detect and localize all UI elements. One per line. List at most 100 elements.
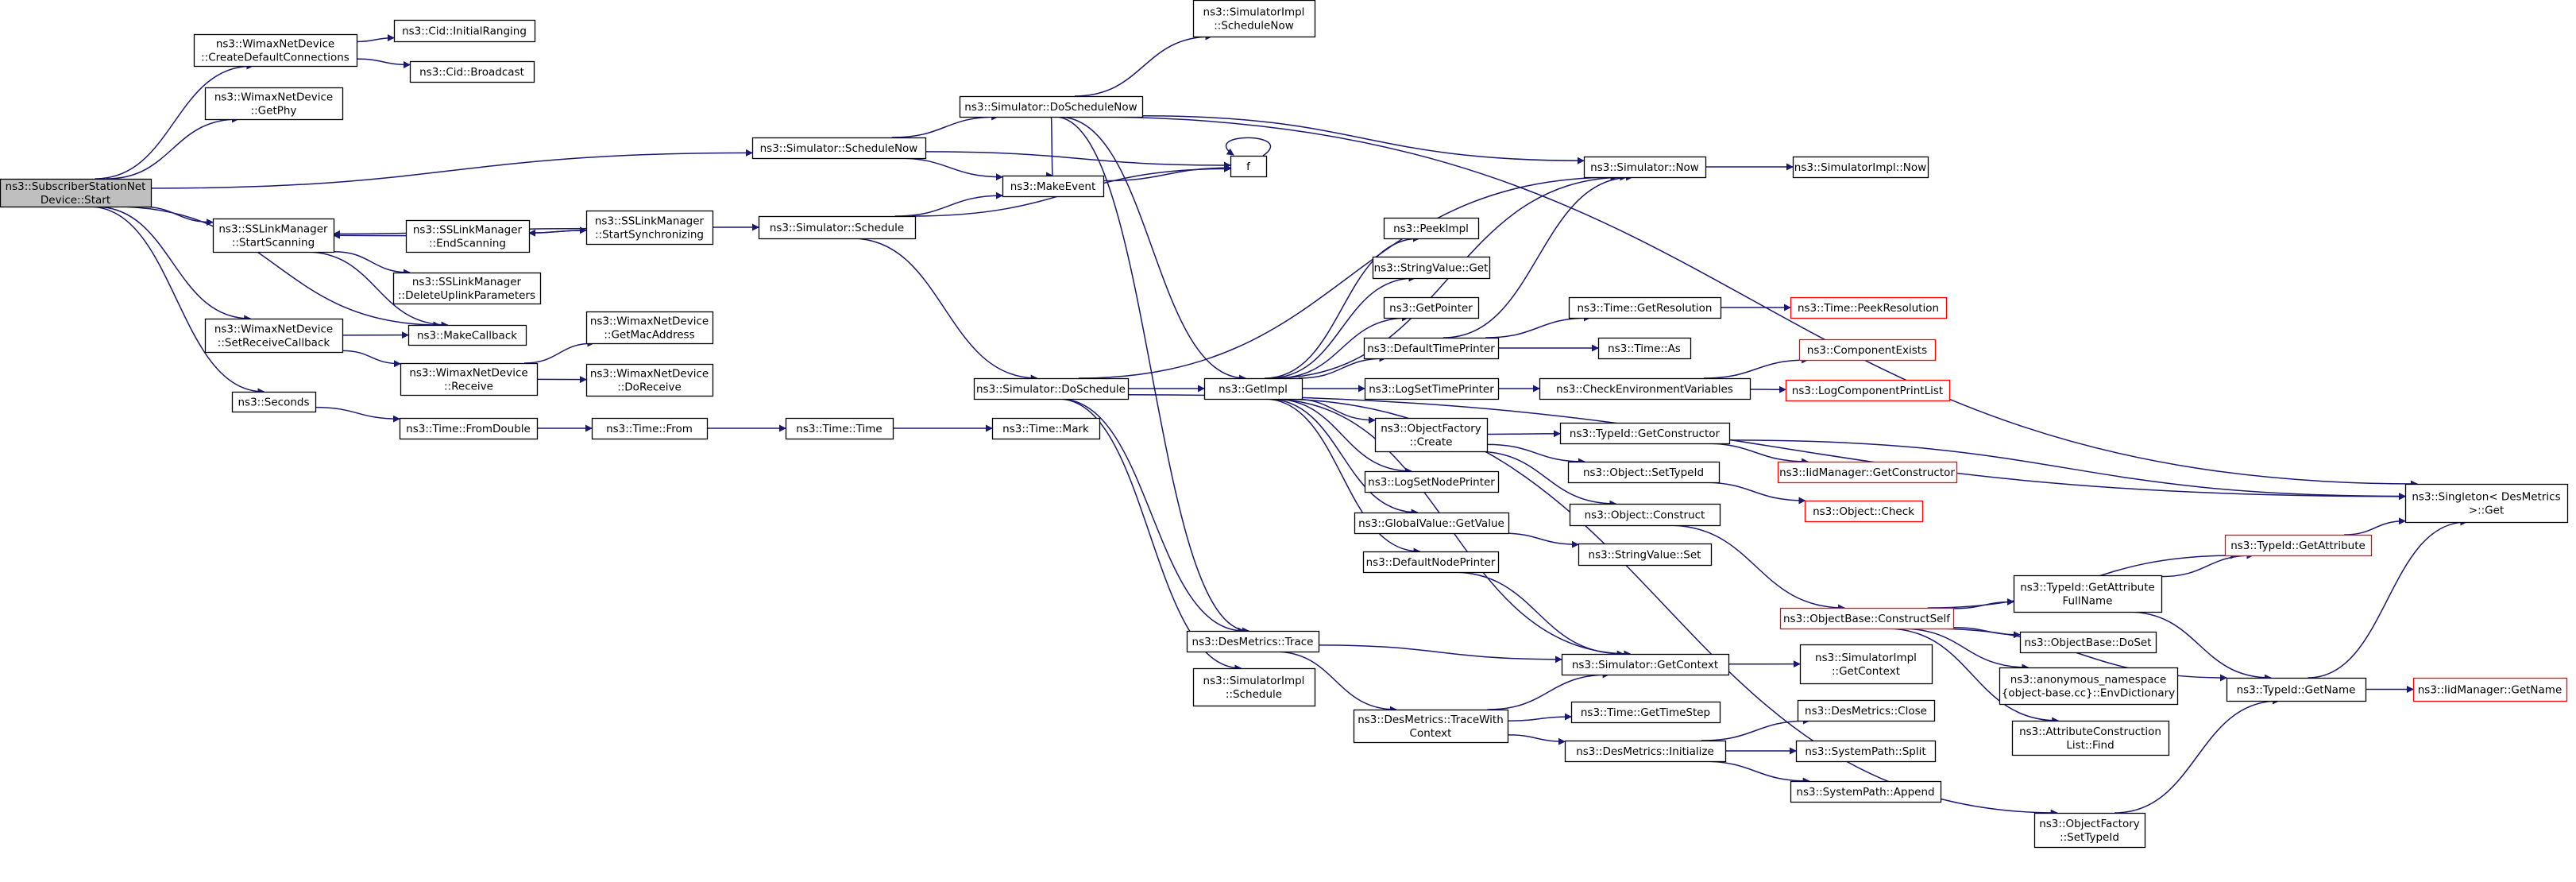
graph-node-initranging[interactable]: ns3::Cid::InitialRanging	[393, 19, 536, 43]
node-label-line: ::Schedule	[1226, 688, 1282, 701]
graph-node-createdefconn[interactable]: ns3::WimaxNetDevice::CreateDefaultConnec…	[193, 33, 358, 68]
graph-node-objfactorycreate[interactable]: ns3::ObjectFactory::Create	[1374, 417, 1489, 453]
graph-node-singleton[interactable]: ns3::Singleton< DesMetrics >::Get	[2404, 483, 2569, 524]
graph-node-f[interactable]: f	[1230, 155, 1268, 178]
edge-schedule-to-makeevent	[894, 191, 1003, 217]
graph-node-desmetricstrace[interactable]: ns3::DesMetrics::Trace	[1186, 630, 1320, 653]
graph-node-desclose[interactable]: ns3::DesMetrics::Close	[1797, 699, 1936, 722]
graph-node-stringvalueset[interactable]: ns3::StringValue::Set	[1578, 543, 1713, 567]
graph-node-timeas[interactable]: ns3::Time::As	[1597, 337, 1692, 360]
node-box	[1561, 653, 1730, 676]
graph-node-objcheck[interactable]: ns3::Object::Check	[1804, 500, 1924, 523]
node-label-line: ::DeleteUplinkParameters	[398, 289, 535, 302]
graph-node-implschedule[interactable]: ns3::SimulatorImpl::Schedule	[1192, 667, 1316, 707]
node-box	[585, 363, 714, 397]
node-label-line: ns3::ObjectBase::DoSet	[2024, 636, 2151, 649]
edge-getimpl-to-logsetnodeprinter	[1273, 398, 1412, 475]
node-label-line: ns3::SimulatorImpl	[1203, 675, 1305, 687]
graph-node-objconstruct[interactable]: ns3::Object::Construct	[1569, 503, 1721, 527]
graph-node-objsettypeid[interactable]: ns3::Object::SetTypeId	[1567, 461, 1721, 484]
node-label-line: ns3::DesMetrics::Trace	[1192, 636, 1314, 648]
graph-node-getpointer[interactable]: ns3::GetPointer	[1383, 296, 1480, 319]
graph-node-timemark[interactable]: ns3::Time::Mark	[991, 417, 1101, 440]
node-label-line: ::Create	[1410, 436, 1453, 449]
graph-node-timefrom[interactable]: ns3::Time::From	[591, 417, 709, 440]
node-label-line: ns3::TypeId::GetName	[2237, 684, 2356, 697]
graph-node-implnow[interactable]: ns3::SimulatorImpl::Now	[1792, 156, 1929, 179]
graph-node-setreceivecb[interactable]: ns3::WimaxNetDevice::SetReceiveCallback	[204, 318, 344, 354]
graph-node-getmacaddr[interactable]: ns3::WimaxNetDevice::GetMacAddress	[585, 311, 714, 345]
graph-node-peekimpl[interactable]: ns3::PeekImpl	[1383, 217, 1480, 240]
graph-node-simnow[interactable]: ns3::Simulator::Now	[1583, 156, 1707, 179]
graph-node-doschedulenow[interactable]: ns3::Simulator::DoScheduleNow	[959, 95, 1144, 118]
graph-node-getresolution[interactable]: ns3::Time::GetResolution	[1568, 296, 1722, 319]
node-box	[1790, 296, 1948, 319]
graph-node-logcomponentprintlist[interactable]: ns3::LogComponentPrintList	[1785, 379, 1951, 402]
node-box	[1372, 256, 1491, 280]
graph-node-schedule[interactable]: ns3::Simulator::Schedule	[758, 215, 917, 240]
edge-root-to-createdefconn	[95, 62, 254, 180]
node-label-line: ns3::LogSetTimePrinter	[1369, 383, 1494, 396]
graph-node-schedulenow[interactable]: ns3::Simulator::ScheduleNow	[751, 137, 927, 160]
node-label-line: ns3::Time::GetResolution	[1577, 302, 1712, 315]
node-label-line: ns3::WimaxNetDevice	[590, 315, 709, 328]
graph-node-logsetnodeprinter[interactable]: ns3::LogSetNodePrinter	[1364, 470, 1500, 493]
graph-node-getattribute[interactable]: ns3::TypeId::GetAttribute	[2224, 534, 2373, 557]
graph-node-doreceive[interactable]: ns3::WimaxNetDevice::DoReceive	[585, 363, 714, 397]
graph-node-iidgetname[interactable]: ns3::IidManager::GetName	[2412, 677, 2568, 702]
node-label-line: ns3::SubscriberStationNet	[6, 180, 146, 193]
graph-node-timetime[interactable]: ns3::Time::Time	[785, 417, 894, 440]
graph-node-receive[interactable]: ns3::WimaxNetDevice::Receive	[400, 362, 539, 397]
graph-node-implschedulenow[interactable]: ns3::SimulatorImpl::ScheduleNow	[1192, 0, 1316, 38]
graph-node-makeevent[interactable]: ns3::MakeEvent	[1002, 175, 1105, 198]
graph-node-systempathsplit[interactable]: ns3::SystemPath::Split	[1795, 740, 1937, 763]
graph-node-checkenvvars[interactable]: ns3::CheckEnvironmentVariables	[1539, 377, 1751, 400]
graph-node-objfactorysettypeid[interactable]: ns3::ObjectFactory::SetTypeId	[2033, 812, 2146, 849]
graph-node-endscanning[interactable]: ns3::SSLinkManager::EndScanning	[405, 219, 531, 253]
node-box	[1570, 701, 1721, 724]
graph-node-componentexists[interactable]: ns3::ComponentExists	[1798, 338, 1937, 362]
graph-node-getconstructor[interactable]: ns3::TypeId::GetConstructor	[1559, 422, 1731, 445]
node-box	[1364, 470, 1500, 493]
node-label-line: ns3::SystemPath::Append	[1796, 786, 1934, 799]
graph-node-defaultnodeprinter[interactable]: ns3::DefaultNodePrinter	[1362, 551, 1500, 574]
graph-node-logsettimeprinter[interactable]: ns3::LogSetTimePrinter	[1364, 377, 1500, 400]
node-box	[1999, 667, 2179, 706]
graph-node-seconds[interactable]: ns3::Seconds	[231, 391, 317, 413]
graph-node-getimpl[interactable]: ns3::GetImpl	[1203, 377, 1303, 400]
edge-objsettypeid-to-objcheck	[1701, 482, 1806, 505]
graph-node-gettimestep[interactable]: ns3::Time::GetTimeStep	[1570, 701, 1721, 724]
node-label-line: ns3::Seconds	[238, 397, 310, 409]
node-label-line: ns3::Time::As	[1608, 342, 1681, 355]
graph-node-constructself[interactable]: ns3::ObjectBase::ConstructSelf	[1779, 607, 1955, 630]
graph-node-desinitialize[interactable]: ns3::DesMetrics::Initialize	[1564, 740, 1727, 763]
graph-node-getphy[interactable]: ns3::WimaxNetDevice::GetPhy	[204, 87, 344, 121]
graph-node-startscanning[interactable]: ns3::SSLinkManager::StartScanning	[212, 218, 335, 253]
graph-node-startsync[interactable]: ns3::SSLinkManager::StartSynchronizing	[585, 210, 714, 246]
graph-node-stringvalueget[interactable]: ns3::StringValue::Get	[1372, 256, 1491, 280]
node-label-line: ns3::DesMetrics::TraceWith	[1358, 714, 1504, 726]
graph-node-doset[interactable]: ns3::ObjectBase::DoSet	[2019, 631, 2157, 654]
node-label-line: List::Find	[2066, 739, 2114, 752]
graph-node-globalvaluegetvalue[interactable]: ns3::GlobalValue::GetValue	[1354, 512, 1510, 535]
node-box	[1559, 422, 1731, 445]
node-box	[1798, 338, 1937, 362]
graph-node-defaulttimeprinter[interactable]: ns3::DefaultTimePrinter	[1363, 337, 1500, 360]
graph-node-doschedule[interactable]: ns3::Simulator::DoSchedule	[973, 377, 1130, 400]
graph-node-typeidgetname[interactable]: ns3::TypeId::GetName	[2226, 677, 2367, 702]
graph-node-iidgetconstructor[interactable]: ns3::IidManager::GetConstructor	[1777, 461, 1958, 484]
graph-node-fromdouble[interactable]: ns3::Time::FromDouble	[399, 417, 539, 440]
graph-node-simgetcontext[interactable]: ns3::Simulator::GetContext	[1561, 653, 1730, 676]
graph-node-systempathappend[interactable]: ns3::SystemPath::Append	[1790, 780, 1942, 803]
graph-node-broadcast[interactable]: ns3::Cid::Broadcast	[409, 60, 535, 83]
graph-node-makecallback[interactable]: ns3::MakeCallback	[407, 324, 527, 346]
graph-node-implgetcontext[interactable]: ns3::SimulatorImpl::GetContext	[1799, 644, 1933, 685]
graph-node-envdictionary[interactable]: ns3::anonymous_namespace{object-base.cc}…	[1999, 667, 2179, 706]
graph-node-deleteuplink[interactable]: ns3::SSLinkManager::DeleteUplinkParamete…	[392, 272, 542, 305]
node-label-line: ::GetMacAddress	[604, 329, 694, 342]
graph-node-peekresolution[interactable]: ns3::Time::PeekResolution	[1790, 296, 1948, 319]
